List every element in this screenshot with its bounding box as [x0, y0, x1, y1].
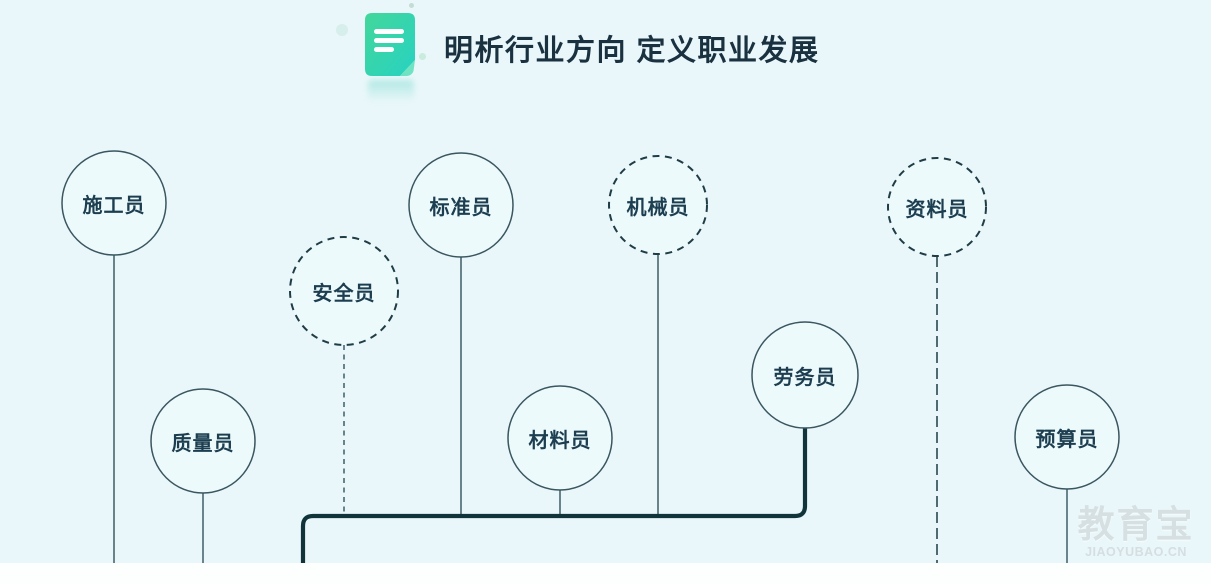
watermark: 教育宝 JIAOYUBAO.CN: [1075, 504, 1197, 560]
node-shigongyuan: 施工员: [82, 194, 146, 217]
document-body: [365, 13, 415, 76]
icon-reflection: [368, 80, 414, 102]
circle-shigongyuan: [61, 150, 167, 256]
text-line-glyph: [374, 29, 404, 34]
circle-cailiaoyuan: [507, 385, 613, 491]
watermark-brand: 教育宝: [1077, 504, 1195, 545]
circle-jixieyuan: [608, 155, 708, 255]
circle-laowuyuan: [751, 321, 859, 429]
circle-yusuanyuan: [1014, 384, 1120, 490]
decorative-dot: [419, 53, 426, 60]
page-title: 明析行业方向 定义职业发展: [444, 35, 820, 67]
node-biaozhunyuan: 标准员: [429, 196, 493, 219]
decorative-dot: [336, 24, 348, 36]
text-line-glyph: [374, 47, 394, 52]
decorative-dot: [409, 3, 414, 8]
circle-zhiliangyuan: [150, 388, 256, 494]
node-yusuanyuan: 预算员: [1035, 428, 1099, 451]
bottom-strip: [0, 563, 1211, 584]
node-cailiaoyuan: 材料员: [528, 429, 592, 452]
document-note-icon: [365, 13, 415, 76]
node-zhiliangyuan: 质量员: [171, 432, 235, 455]
node-ziliaoyuan: 资料员: [905, 198, 969, 221]
text-line-glyph: [374, 38, 404, 43]
node-laowuyuan: 劳务员: [773, 366, 837, 389]
circle-anquanyuan: [289, 236, 399, 346]
collector-path-laowuyuan: [300, 428, 808, 563]
watermark-site: JIAOYUBAO.CN: [1085, 545, 1187, 559]
circle-ziliaoyuan: [887, 157, 987, 257]
circle-biaozhunyuan: [408, 152, 514, 258]
document-fold-corner: [400, 60, 415, 76]
node-anquanyuan: 安全员: [312, 282, 376, 305]
node-jixieyuan: 机械员: [626, 196, 690, 219]
